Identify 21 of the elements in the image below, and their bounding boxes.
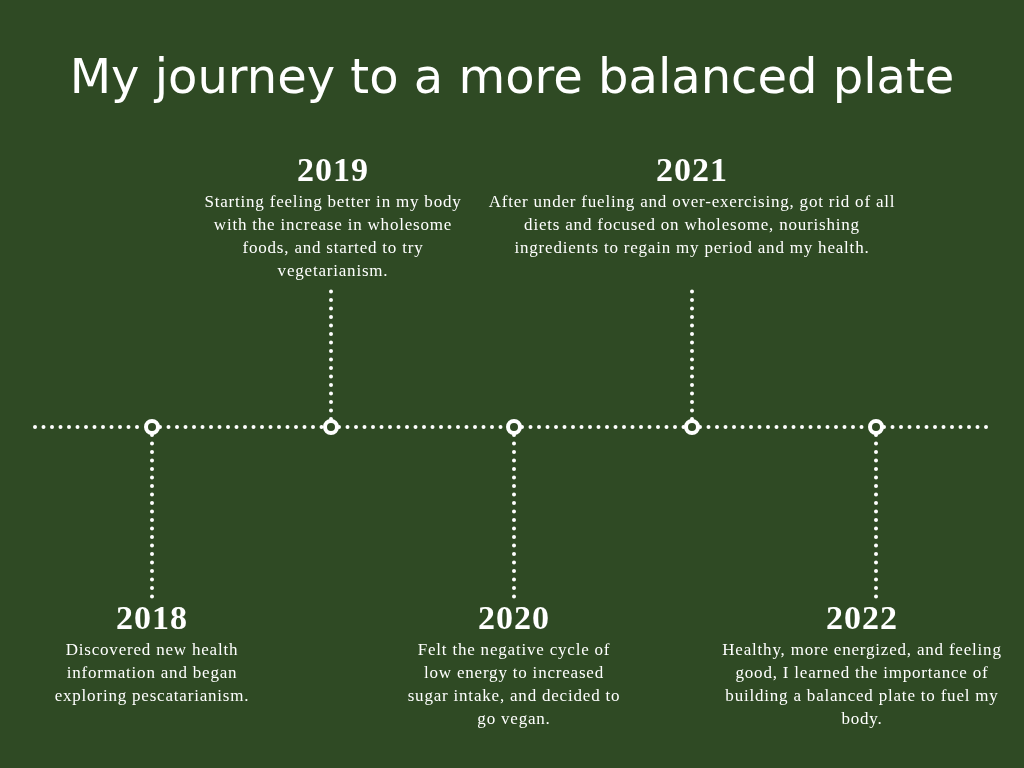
year-heading: 2021 <box>655 150 729 190</box>
year-heading: 2022 <box>825 598 899 638</box>
timeline-marker <box>868 419 884 435</box>
year-heading: 2020 <box>477 598 551 638</box>
year-heading: 2018 <box>115 598 189 638</box>
event-description: Discovered new health information and began exploring pescatarianism. <box>53 639 251 707</box>
event-description: Starting feeling better in my body with the increase in wholesome foods, and started to try vegetarianism. <box>203 191 463 282</box>
timeline-line <box>520 425 686 429</box>
year-heading: 2019 <box>296 150 370 190</box>
event-description: After under fueling and over-exercising, got rid of all diets and focused on wholesome, nourishing ingredients to regain my period and my health. <box>487 191 897 259</box>
timeline-marker <box>144 419 160 435</box>
dotted-connector <box>874 433 878 600</box>
event-description: Healthy, more energized, and feeling good, I learned the importance of building a balanced plate to fuel my body. <box>721 639 1003 730</box>
dotted-connector <box>512 433 516 600</box>
timeline-line <box>158 425 325 429</box>
timeline-marker <box>684 419 700 435</box>
event-description: Felt the negative cycle of low energy to increased sugar intake, and decided to go vegan. <box>406 639 622 730</box>
timeline-marker <box>323 419 339 435</box>
dotted-connector <box>150 433 154 600</box>
title: My journey to a more balanced plate <box>68 48 956 104</box>
timeline-marker <box>506 419 522 435</box>
